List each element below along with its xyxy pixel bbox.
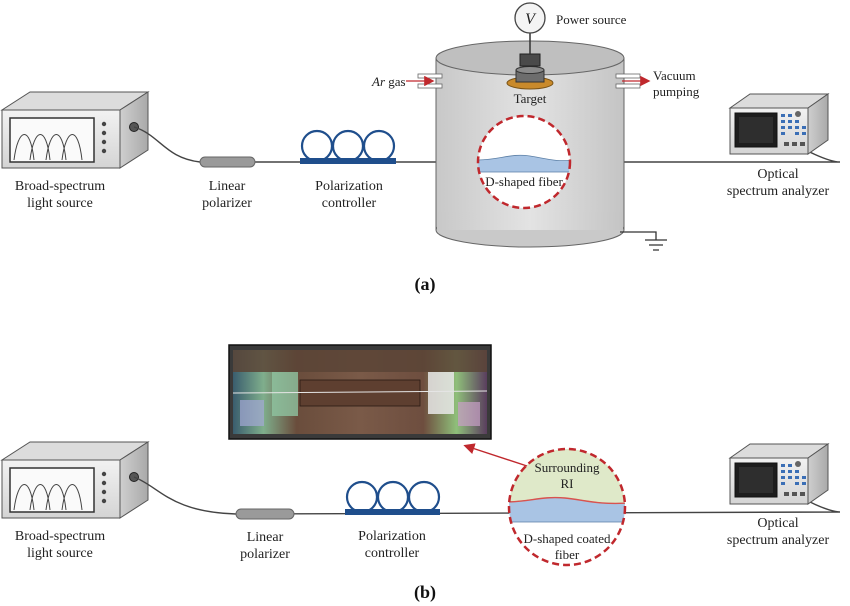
spectrum-curves-icon bbox=[13, 484, 83, 511]
vacuum-label-2: pumping bbox=[653, 84, 700, 99]
ar-gas-label: Ar gas bbox=[371, 74, 406, 89]
light-source-label-b: Broad-spectrum bbox=[15, 529, 105, 544]
polarizer-label-a: Linear bbox=[209, 179, 246, 194]
light-source-a bbox=[0, 91, 150, 169]
controller-label-a-2: controller bbox=[322, 196, 377, 211]
light-source-b bbox=[0, 441, 150, 519]
panel-b-label: (b) bbox=[414, 582, 436, 603]
osa-label-a-2: spectrum analyzer bbox=[727, 184, 830, 199]
coated-fiber-label: D-shaped coated bbox=[524, 531, 611, 546]
polarizer-label-a-2: polarizer bbox=[202, 196, 252, 211]
spectrum-curves-icon bbox=[13, 134, 83, 161]
linear-polarizer-b bbox=[235, 508, 295, 520]
panel-a: Broad-spectrum light source Linear polar… bbox=[0, 2, 841, 295]
controller-label-b: Polarization bbox=[358, 529, 426, 544]
target-label: Target bbox=[514, 91, 547, 106]
controller-label-b-2: controller bbox=[365, 546, 420, 561]
light-source-label-a: Broad-spectrum bbox=[15, 179, 105, 194]
surrounding-ri-label: Surrounding bbox=[535, 460, 601, 475]
polarization-controller-b bbox=[345, 480, 441, 515]
optical-spectrum-analyzer-a bbox=[728, 93, 830, 155]
sample-photo bbox=[228, 344, 492, 440]
zoom-circle-b bbox=[507, 447, 627, 567]
ground-icon bbox=[620, 231, 667, 251]
osa-label-b: Optical bbox=[757, 516, 798, 531]
controller-label-a: Polarization bbox=[315, 179, 383, 194]
coated-fiber-label-2: fiber bbox=[555, 547, 580, 562]
voltmeter-icon bbox=[514, 2, 546, 34]
d-shaped-fiber-label: D-shaped fiber bbox=[485, 174, 563, 189]
zoom-to-photo-arrow bbox=[463, 443, 528, 467]
zoom-circle-a bbox=[476, 114, 572, 210]
vacuum-label: Vacuum bbox=[653, 68, 696, 83]
polarizer-label-b: Linear bbox=[247, 530, 284, 545]
surrounding-ri-label-2: RI bbox=[561, 476, 574, 491]
panel-a-label: (a) bbox=[415, 274, 436, 295]
power-source-label: Power source bbox=[556, 12, 627, 27]
voltmeter-symbol: V bbox=[525, 11, 537, 28]
light-source-label-b-2: light source bbox=[27, 546, 93, 561]
linear-polarizer-a bbox=[199, 156, 256, 168]
panel-b: Broad-spectrum light source Linear polar… bbox=[0, 344, 841, 603]
osa-label-a: Optical bbox=[757, 167, 798, 182]
optical-spectrum-analyzer-b bbox=[728, 443, 830, 505]
polarizer-label-b-2: polarizer bbox=[240, 547, 290, 562]
polarization-controller-a bbox=[300, 129, 396, 164]
light-source-label-a-2: light source bbox=[27, 196, 93, 211]
osa-label-b-2: spectrum analyzer bbox=[727, 533, 830, 548]
